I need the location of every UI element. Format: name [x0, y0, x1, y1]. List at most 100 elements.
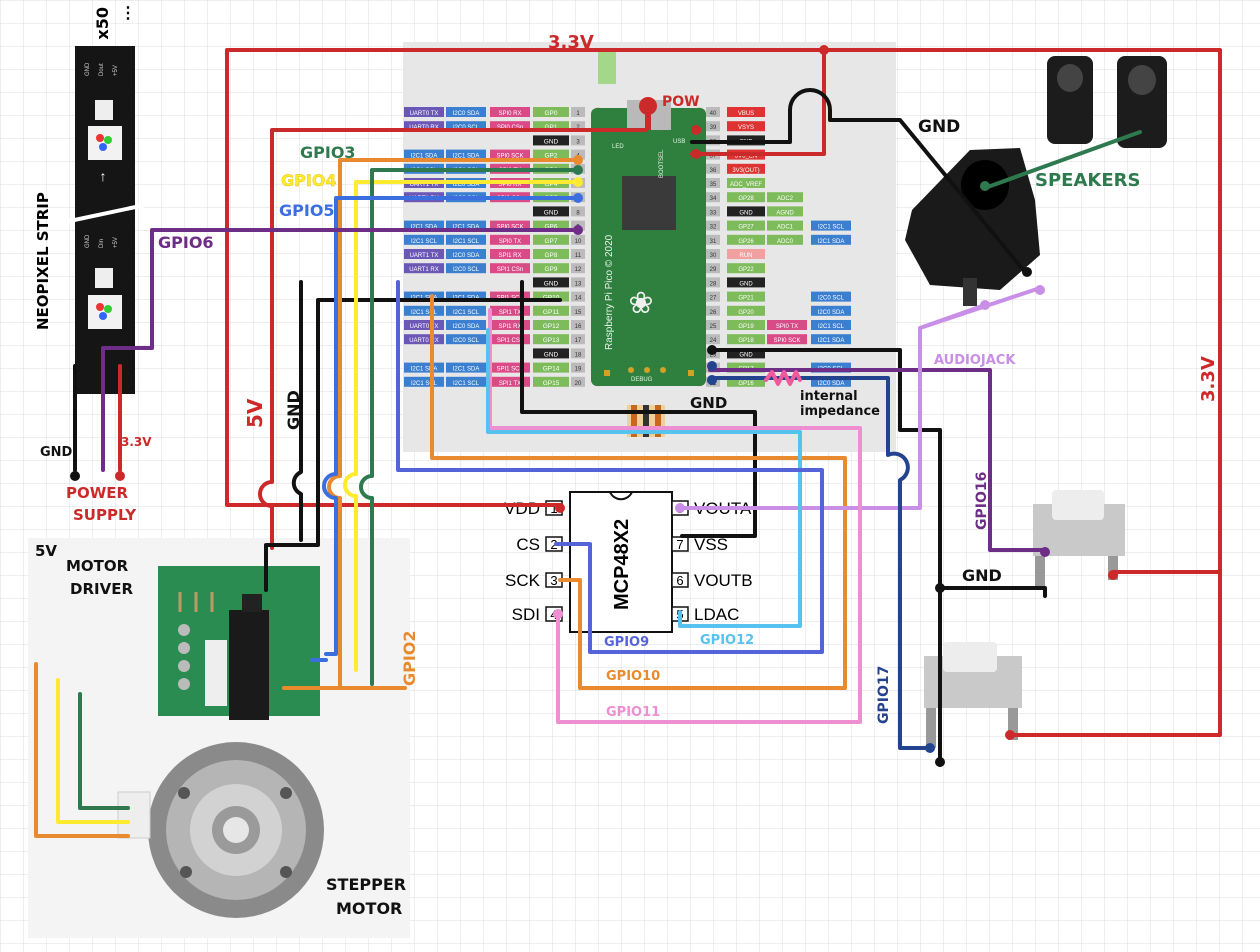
pin-alt-label: I2C1 SDA — [818, 239, 845, 245]
pin-number: 35 — [710, 182, 717, 188]
bootsel-label: BOOTSEL — [659, 149, 665, 178]
pin-alt-label: I2C0 SDA — [818, 381, 845, 387]
svg-text:GND: GND — [85, 62, 91, 76]
label-speakers: SPEAKERS — [1035, 170, 1140, 191]
pin-alt-label: ADC1 — [777, 225, 794, 231]
pin-alt-label: SPI1 CSn — [497, 267, 523, 273]
label-gpio17: GPIO17 — [876, 666, 892, 724]
pin-alt-label: UART1 RX — [409, 267, 439, 273]
label-gpio9: GPIO9 — [604, 635, 649, 650]
pin-number: 36 — [710, 168, 717, 174]
pin-alt-label: I2C1 SCL — [818, 225, 845, 231]
pin-label-box — [533, 135, 569, 146]
label-gpio10: GPIO10 — [606, 669, 660, 684]
pin-alt-label: I2C1 SCL — [818, 324, 845, 330]
pin-alt-label: I2C1 SCL — [453, 239, 480, 245]
pin-name: GP0 — [544, 110, 557, 117]
pin-alt-label: I2C0 SDA — [453, 324, 480, 330]
wire-junction — [1108, 570, 1118, 580]
raspberry-logo-icon: ❀ — [628, 287, 653, 320]
wire-orange — [34, 158, 847, 838]
pin-label-box — [533, 320, 569, 330]
svg-text:GND: GND — [85, 234, 91, 248]
pin-alt-label: I2C1 SDA — [453, 225, 480, 231]
pin-name: GND — [544, 351, 559, 358]
wire-junction — [819, 45, 829, 55]
pin-number: 18 — [575, 352, 582, 358]
pin-number: 40 — [710, 111, 717, 117]
pin-label-box — [533, 334, 569, 345]
label-gpio6: GPIO6 — [158, 233, 214, 252]
pin-label-box — [727, 121, 765, 132]
neopixel-count: x50 — [93, 7, 112, 40]
svg-text:+5V: +5V — [113, 65, 119, 76]
label-motor: MOTOR — [66, 557, 129, 575]
wire-junction — [691, 149, 701, 159]
wire-junction — [675, 503, 685, 513]
pin-alt-label: I2C1 SDA — [411, 367, 438, 373]
pin-name: RUN — [740, 253, 753, 259]
pin-name: GP14 — [543, 366, 560, 373]
label-5v: 5V — [243, 398, 267, 428]
neopixel-title: NEOPIXEL STRIP — [34, 192, 52, 330]
pin-number: 10 — [575, 239, 582, 245]
wire-junction — [70, 471, 80, 481]
pin-alt-label: I2C0 SDA — [453, 182, 480, 188]
pin-alt-label: I2C1 SDA — [453, 367, 480, 373]
pin-alt-label: SPI0 RX — [498, 111, 521, 117]
pin-label-box — [533, 348, 569, 359]
pin-name: GP18 — [738, 338, 754, 344]
wire-junction — [1022, 267, 1032, 277]
label-gpio16: GPIO16 — [974, 472, 990, 530]
chip-pin-name: VOUTB — [694, 571, 753, 590]
pin-alt-label: SPI1 SCK — [496, 367, 523, 373]
mcp48x2-chip: MCP48X2 1VDD2CS3SCK4SDI8VOUTA7VSS6VOUTB5… — [504, 491, 753, 633]
top-pin-tag — [598, 50, 616, 84]
pin-number: 25 — [710, 324, 717, 330]
pin-name: GP16 — [738, 381, 754, 387]
pin-label-box — [727, 277, 765, 288]
pin-label-box — [727, 206, 765, 217]
pin-alt-label: I2C0 SDA — [453, 253, 480, 259]
pin-label-box — [727, 291, 765, 302]
pin-label-box — [727, 305, 765, 316]
pin-number: 30 — [710, 253, 717, 259]
wire-junction — [980, 181, 990, 191]
svg-text:Dout: Dout — [99, 63, 105, 76]
label-internal: internal — [800, 389, 858, 404]
wire-junction — [573, 193, 583, 203]
pin-alt-label: I2C1 SDA — [818, 338, 845, 344]
wire-periwinkle — [396, 280, 824, 654]
pin-number: 19 — [575, 367, 582, 373]
pin-name: GP28 — [738, 196, 754, 202]
pin-name: GND — [739, 210, 753, 216]
label-gpio3: GPIO3 — [300, 143, 356, 162]
label-gnd-btn: GND — [962, 566, 1002, 585]
pin-label-box — [533, 220, 569, 231]
label-impedance: impedance — [800, 404, 880, 419]
pin-number: 28 — [710, 281, 717, 287]
wire-junction — [573, 177, 583, 187]
label-audiojack: AUDIOJACK — [934, 353, 1016, 368]
pin-alt-label: AGND — [776, 210, 794, 216]
label-gpio12: GPIO12 — [700, 633, 754, 648]
pin-number: 16 — [575, 324, 582, 330]
pin-number: 12 — [575, 267, 582, 273]
chip-pin-name: VDD — [504, 499, 540, 518]
pin-number: 13 — [575, 281, 582, 287]
pin-name: GP9 — [544, 266, 557, 273]
svg-text:⋮: ⋮ — [120, 5, 136, 22]
pin-alt-label: I2C1 SDA — [411, 154, 438, 160]
label-power-gnd: GND — [40, 445, 73, 460]
pin-label-box — [533, 149, 569, 160]
pin-alt-label: I2C1 SDA — [411, 225, 438, 231]
pin-number: 34 — [710, 196, 717, 202]
pin-name: GP7 — [544, 238, 557, 245]
pin-number: 8 — [576, 210, 580, 216]
pin-alt-label: I2C1 SCL — [453, 381, 480, 387]
pin-alt-label: SPI0 SCK — [773, 338, 800, 344]
pin-label-box — [727, 107, 765, 117]
wire-junction — [573, 155, 583, 165]
stepper-motor-icon — [117, 742, 324, 918]
wire-navy — [708, 376, 932, 750]
